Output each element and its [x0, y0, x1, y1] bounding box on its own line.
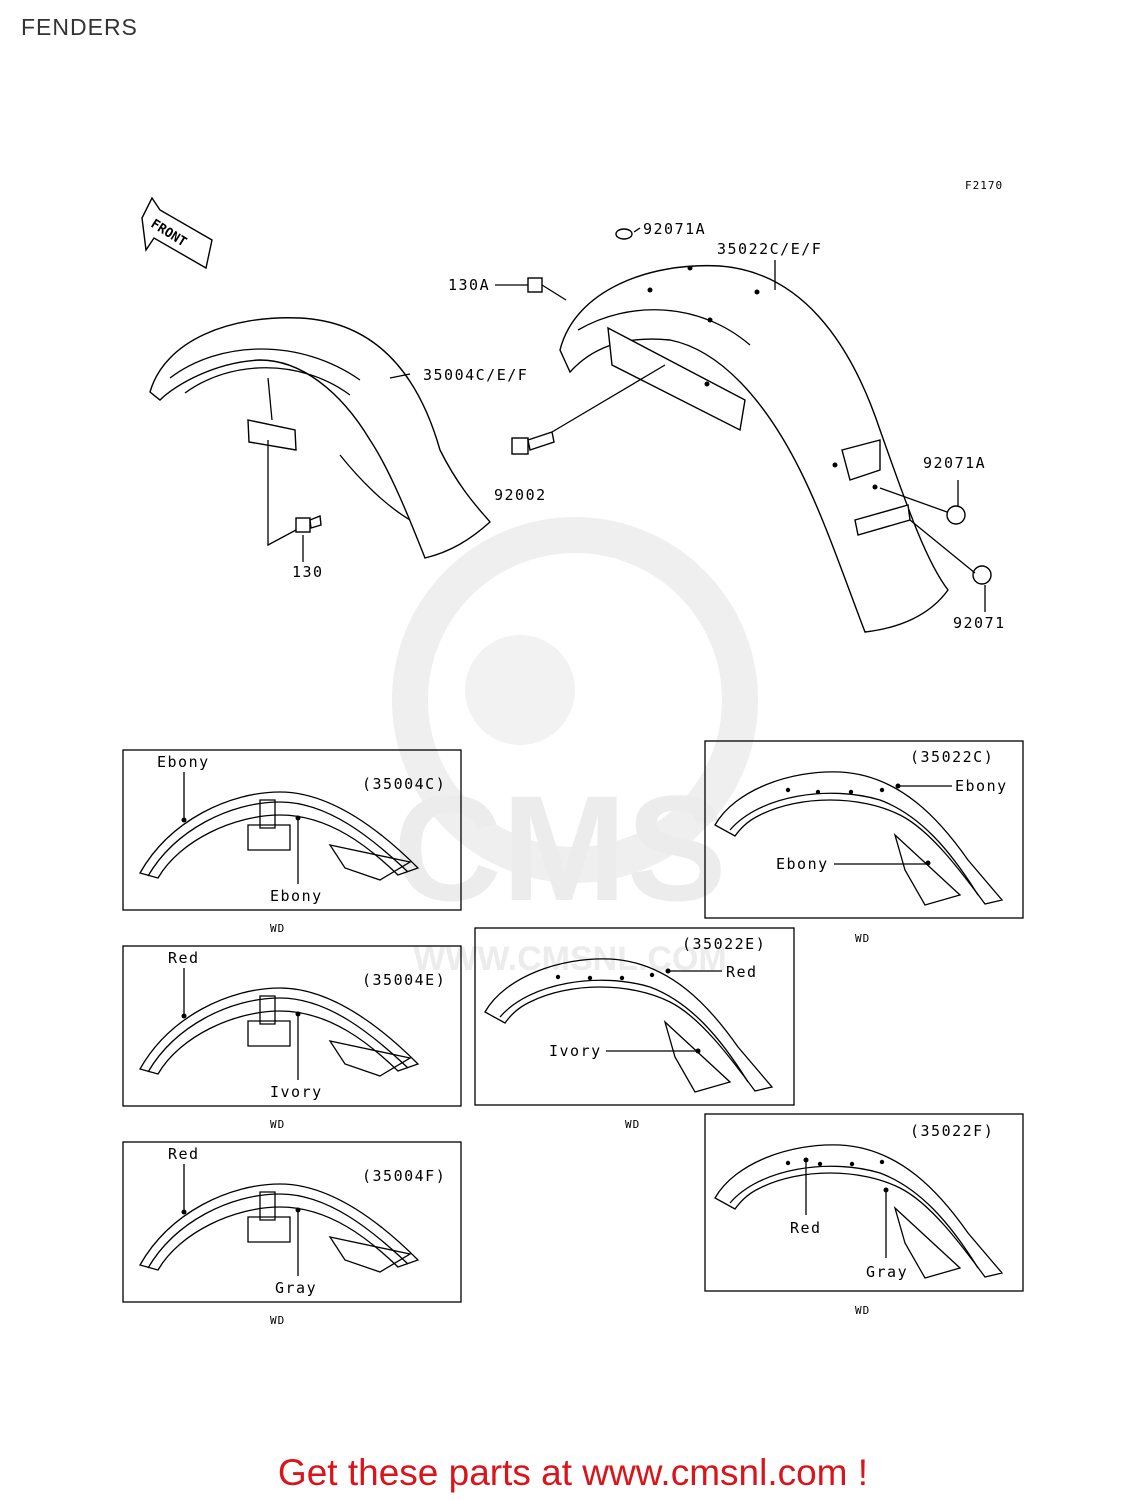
variant-35004C-top-color: Ebony [157, 753, 210, 771]
callout-92071A-top: 92071A [643, 220, 706, 238]
variant-35022C-code: (35022C) [910, 748, 994, 766]
watermark-url: WWW.CMSNL.COM [413, 940, 727, 978]
variant-35004E-note: WD [270, 1118, 285, 1131]
washer-92071A-top-icon [615, 228, 633, 240]
callout-92071A-mid: 92071A [923, 454, 986, 472]
variant-box-35022F: (35022F) Red Gray [704, 1113, 1024, 1292]
callout-35004: 35004C/E/F [423, 366, 528, 384]
washer-92071-icon [972, 565, 992, 585]
fenders-diagram: CMS WWW.CMSNL.COM F2170 FRONT [122, 179, 1024, 1327]
variant-35004F-top-color: Red [168, 1145, 200, 1163]
variant-35022E-code: (35022E) [682, 935, 766, 953]
variant-35022F-top-color: Red [790, 1219, 822, 1237]
figure-code: F2170 [965, 179, 1003, 192]
variant-box-35022C: (35022C) Ebony Ebony [704, 740, 1024, 919]
variant-35022C-top-color: Ebony [955, 777, 1008, 795]
callout-92002: 92002 [494, 486, 547, 504]
variant-box-35004F: Red (35004F) Gray [122, 1141, 462, 1303]
variant-35004E-bottom-color: Ivory [270, 1083, 323, 1101]
footer-promo-link[interactable]: Get these parts at www.cmsnl.com ! [277, 1452, 869, 1493]
variant-35022F-code: (35022F) [910, 1122, 994, 1140]
callout-130A: 130A [448, 276, 490, 294]
front-fender-35004 [149, 317, 491, 559]
variant-35004F-code: (35004F) [362, 1167, 446, 1185]
washer-92071A-mid-icon [946, 505, 966, 525]
variant-35022E-note: WD [625, 1118, 640, 1131]
variant-35004C-code: (35004C) [362, 775, 446, 793]
bolt-130A-icon [527, 277, 567, 301]
variant-35022C-bottom-color: Ebony [776, 855, 829, 873]
variant-box-35004E: Red (35004E) Ivory [122, 945, 462, 1107]
variant-35004C-note: WD [270, 922, 285, 935]
watermark-brand: CMS [393, 764, 726, 932]
bolt-92002-icon [511, 431, 555, 455]
variant-35004E-top-color: Red [168, 949, 200, 967]
variant-box-35004C: Ebony (35004C) Ebony [122, 749, 462, 911]
variant-35022C-note: WD [855, 932, 870, 945]
variant-35004C-bottom-color: Ebony [270, 887, 323, 905]
callout-130: 130 [292, 563, 324, 581]
cms-watermark: CMS WWW.CMSNL.COM [392, 517, 758, 978]
variant-35004F-note: WD [270, 1314, 285, 1327]
callout-92071: 92071 [953, 614, 1006, 632]
variant-35022E-bottom-color: Ivory [549, 1042, 602, 1060]
variant-35004F-bottom-color: Gray [275, 1279, 317, 1297]
variant-35022F-note: WD [855, 1304, 870, 1317]
rear-fender-35022 [559, 264, 949, 633]
bolt-130-icon [295, 515, 322, 533]
page-title: FENDERS [21, 14, 138, 40]
variant-35004E-code: (35004E) [362, 971, 446, 989]
front-arrow-icon: FRONT [141, 196, 213, 270]
variant-35022F-bottom-color: Gray [866, 1263, 908, 1281]
variant-box-35022E: (35022E) Red Ivory [474, 927, 795, 1106]
callout-35022: 35022C/E/F [717, 240, 822, 258]
variant-35022E-top-color: Red [726, 963, 758, 981]
